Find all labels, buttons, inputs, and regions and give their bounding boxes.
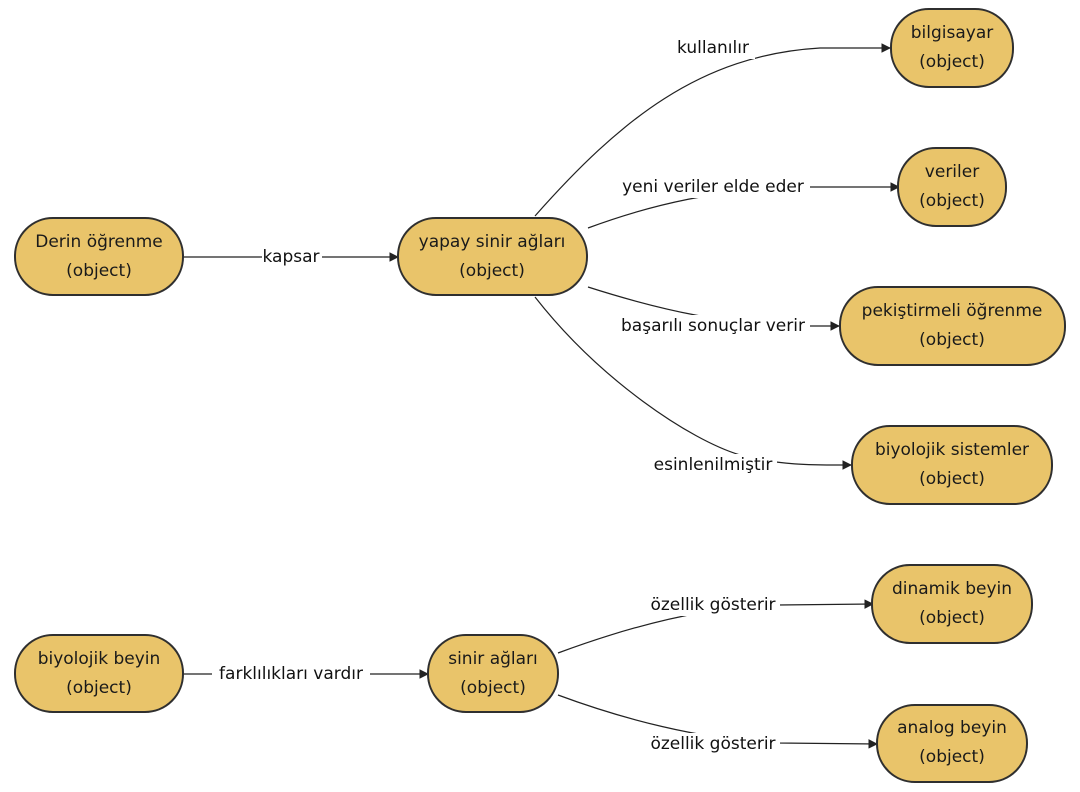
node-sinir-aglari[interactable]: sinir ağları (object) (427, 634, 559, 713)
node-label: bilgisayar (911, 23, 994, 43)
node-veriler[interactable]: veriler (object) (897, 147, 1007, 227)
node-sublabel: (object) (919, 52, 985, 72)
edge-label: esinlenilmiştir (654, 455, 773, 475)
node-sublabel: (object) (919, 191, 985, 211)
edge-label: başarılı sonuçlar verir (621, 316, 805, 336)
node-sublabel: (object) (919, 747, 985, 767)
edge-label: yeni veriler elde eder (622, 177, 804, 197)
node-label: Derin öğrenme (35, 232, 163, 252)
node-sublabel: (object) (919, 330, 985, 350)
node-sublabel: (object) (66, 678, 132, 698)
node-label: biyolojik beyin (38, 649, 161, 669)
edge-label: kapsar (262, 247, 319, 267)
edge-kullanilir (534, 43, 891, 217)
node-label: dinamik beyin (892, 579, 1012, 599)
node-sublabel: (object) (460, 678, 526, 698)
node-sublabel: (object) (919, 469, 985, 489)
node-sublabel: (object) (66, 261, 132, 281)
node-biyolojik-sistemler[interactable]: biyolojik sistemler (object) (851, 425, 1053, 505)
node-derin-ogrenme[interactable]: Derin öğrenme (object) (14, 217, 184, 296)
edge-esinlenilmistir (534, 296, 852, 470)
node-bilgisayar[interactable]: bilgisayar (object) (890, 8, 1014, 88)
node-label: analog beyin (897, 718, 1007, 738)
node-label: biyolojik sistemler (875, 440, 1029, 460)
node-sublabel: (object) (919, 608, 985, 628)
node-label: pekiştirmeli öğrenme (862, 301, 1043, 321)
node-analog-beyin[interactable]: analog beyin (object) (876, 704, 1028, 783)
node-label: yapay sinir ağları (419, 232, 566, 252)
edge-label: özellik gösterir (650, 734, 775, 754)
node-label: veriler (925, 162, 979, 182)
node-dinamik-beyin[interactable]: dinamik beyin (object) (871, 564, 1033, 644)
node-pekistirmeli-ogrenme[interactable]: pekiştirmeli öğrenme (object) (839, 286, 1066, 366)
edge-labels-layer: kapsar kullanılır yeni veriler elde eder… (212, 37, 810, 755)
nodes-layer: Derin öğrenme (object) yapay sinir ağlar… (14, 8, 1066, 783)
node-label: sinir ağları (448, 649, 538, 669)
node-yapay-sinir-aglari[interactable]: yapay sinir ağları (object) (397, 217, 588, 296)
node-biyolojik-beyin[interactable]: biyolojik beyin (object) (14, 634, 184, 713)
edges-layer (183, 43, 900, 749)
edge-label: kullanılır (677, 38, 749, 58)
edge-label: özellik gösterir (650, 595, 775, 615)
edge-label: farklılıkları vardır (219, 664, 363, 684)
node-sublabel: (object) (459, 261, 525, 281)
